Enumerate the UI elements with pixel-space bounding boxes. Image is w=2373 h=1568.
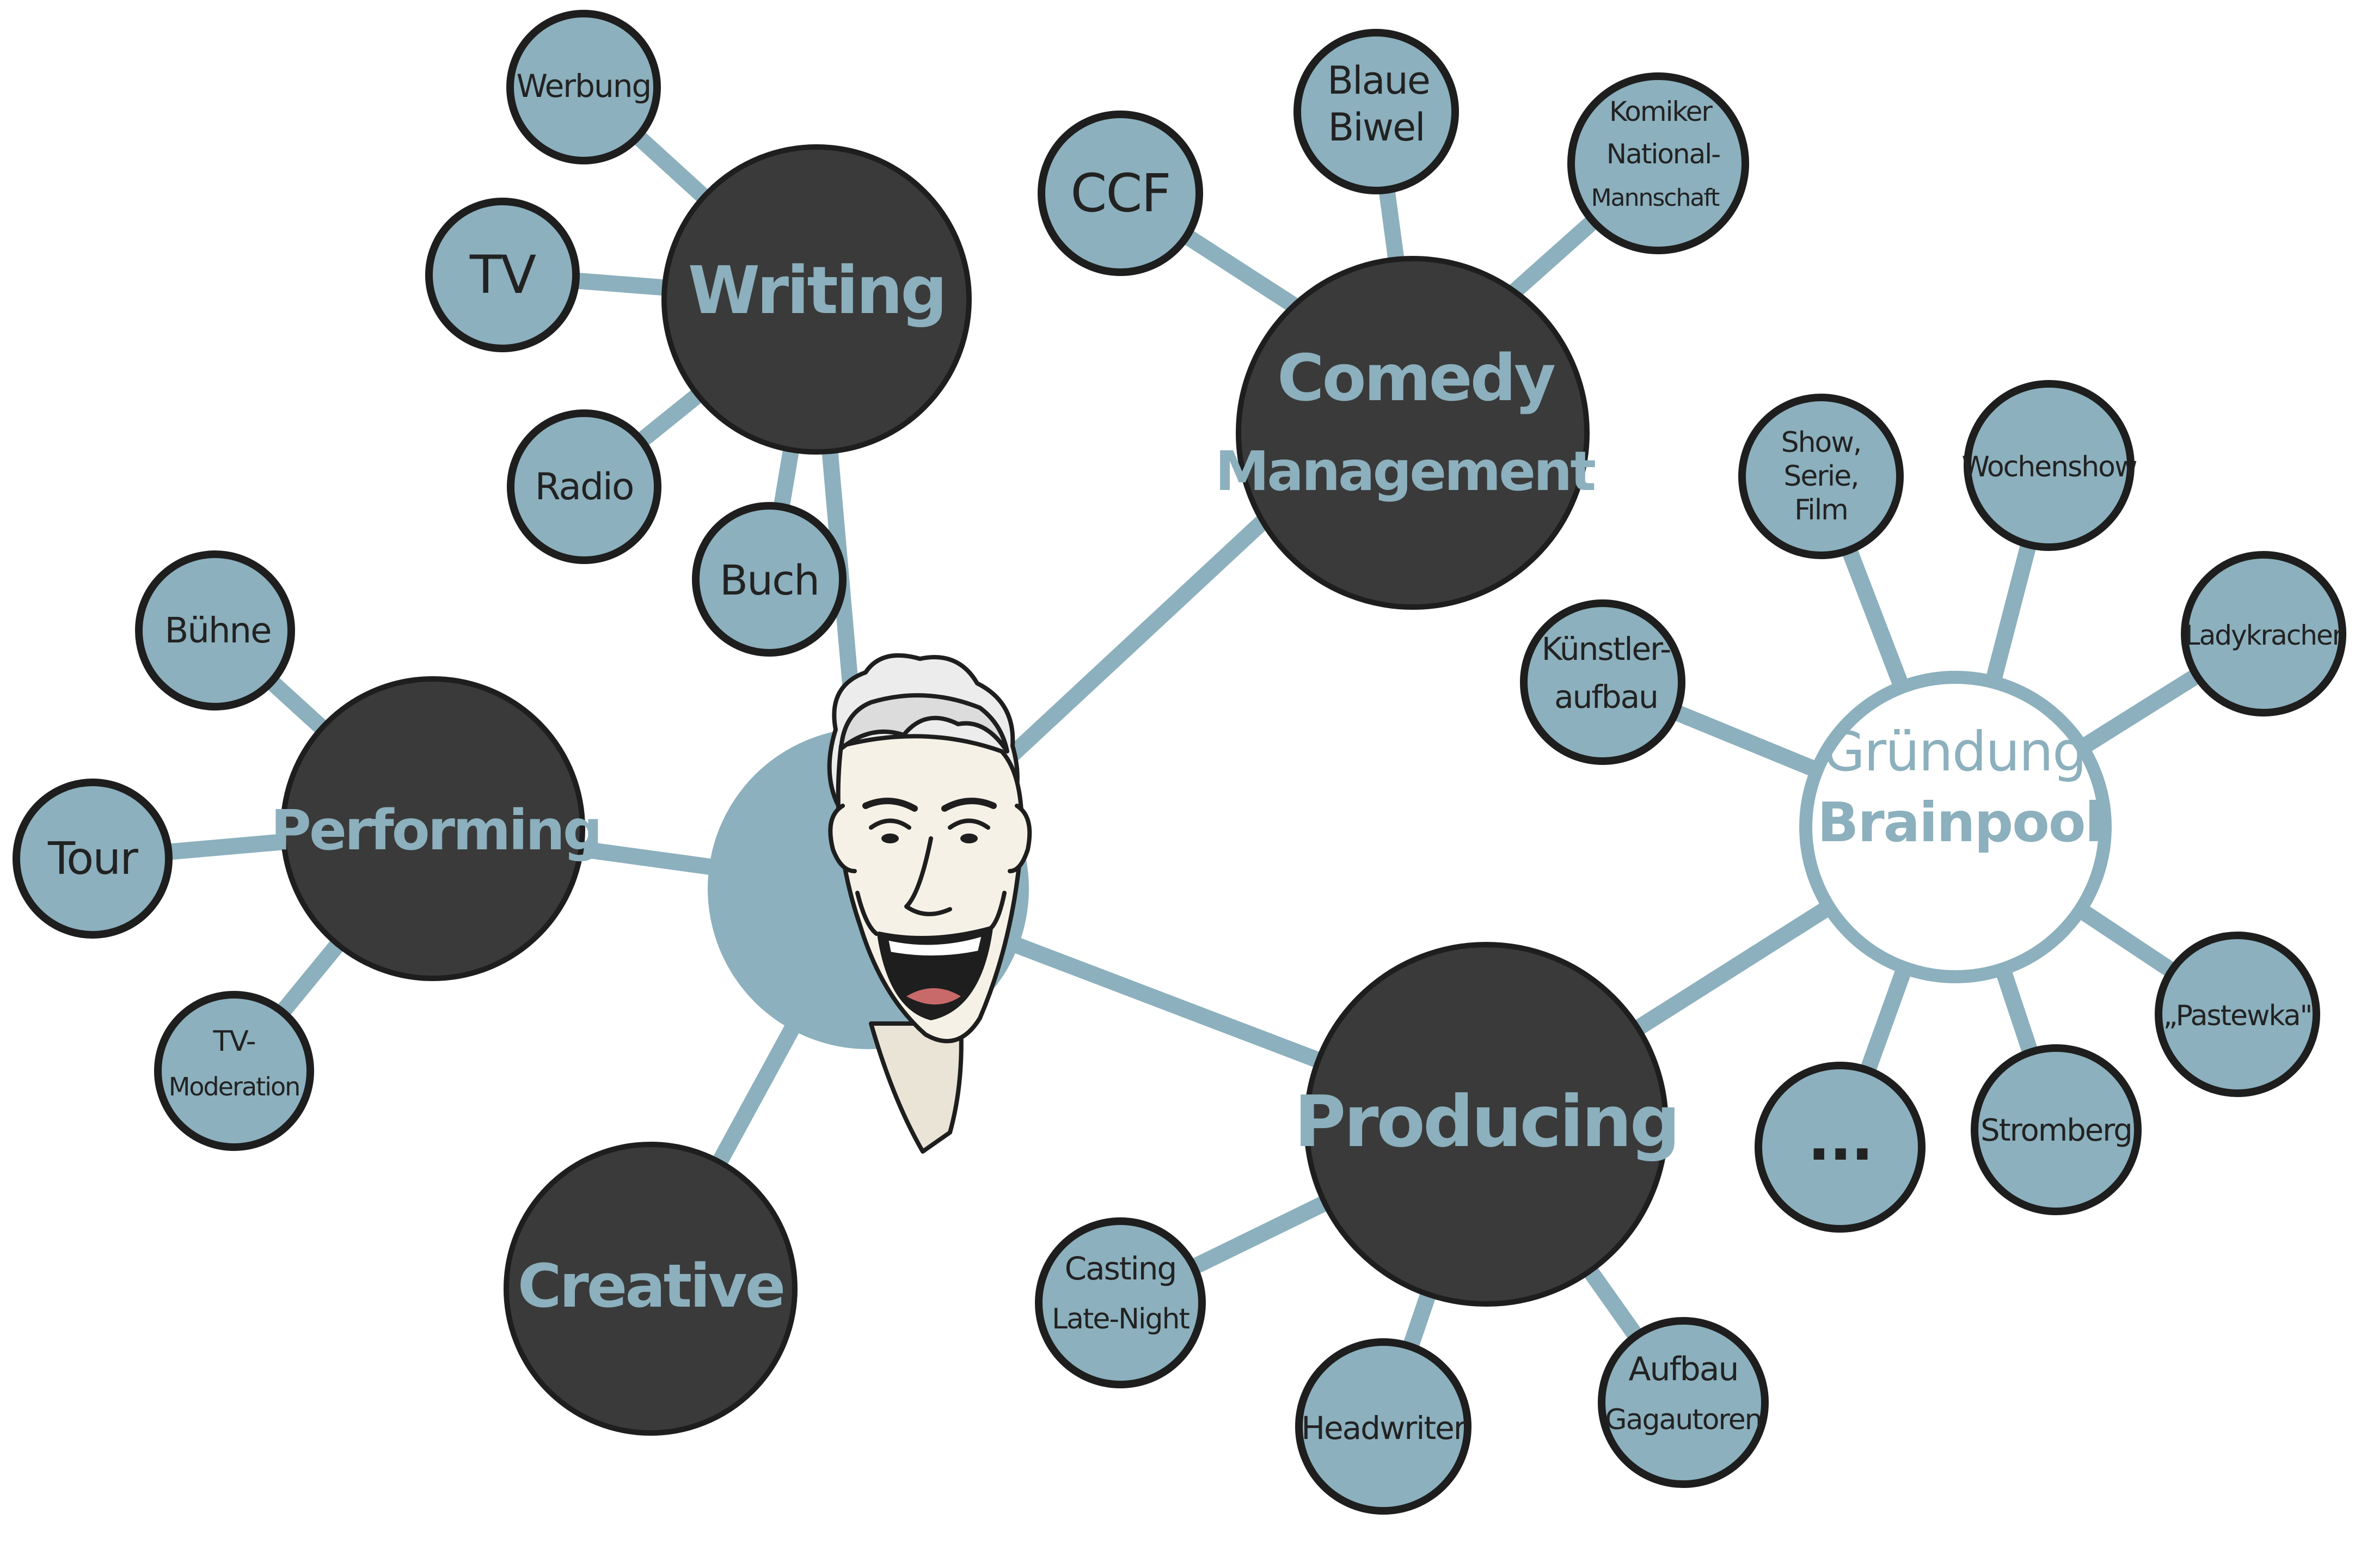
leaf-buehne: Bühne: [135, 550, 295, 710]
brainpool-label-brainpool: Brainpool: [1817, 791, 2102, 854]
leaf-label-ladykracher: Ladykracher: [2185, 620, 2344, 651]
leaf-label-tv-dash: TV-: [212, 1025, 255, 1058]
leaf-label-ccf: CCF: [1070, 163, 1170, 224]
leaf-radio: Radio: [507, 409, 661, 564]
leaf-label-show: Show,: [1781, 426, 1861, 459]
leaf-label-tour: Tour: [47, 833, 138, 885]
hub-performing: Performing: [271, 676, 603, 981]
leaf-aufbau-gagautoren: Aufbau Gagautoren: [1598, 1317, 1769, 1488]
leaf-label-ellipsis: ...: [1807, 1104, 1872, 1174]
leaf-label-buehne: Bühne: [165, 611, 271, 651]
leaf-werbung: Werbung: [506, 10, 661, 164]
leaf-ellipsis: ...: [1755, 1062, 1926, 1233]
leaf-label-biwel: Biwel: [1328, 105, 1424, 150]
leaf-label-tv: TV: [469, 244, 536, 305]
brainpool-label-gruendung: Gründung: [1823, 720, 2086, 783]
leaf-label-buch: Buch: [720, 556, 819, 604]
leaf-label-casting: Casting: [1065, 1250, 1176, 1287]
hub-creative: Creative: [504, 1142, 798, 1436]
leaf-kuenstleraufbau: Künstler- aufbau: [1520, 599, 1685, 765]
leaf-label-radio: Radio: [535, 465, 633, 509]
leaf-label-stromberg: Stromberg: [1980, 1113, 2132, 1148]
hub-label-producing: Producing: [1294, 1080, 1678, 1163]
leaf-label-film: Film: [1794, 494, 1848, 526]
leaf-headwriter: Headwriter: [1295, 1338, 1471, 1515]
hub-label-performing: Performing: [271, 798, 600, 863]
leaf-label-wochenshow: Wochenshow: [1961, 451, 2137, 483]
leaf-label-serie: Serie,: [1783, 460, 1858, 493]
leaf-label-moderation: Moderation: [169, 1072, 300, 1101]
leaf-label-headwriter: Headwriter: [1301, 1410, 1466, 1447]
hub-label-writing: Writing: [688, 253, 945, 329]
leaf-label-werbung: Werbung: [517, 68, 651, 105]
leaf-label-blaue: Blaue: [1327, 58, 1430, 103]
leaf-ccf: CCF: [1038, 111, 1203, 276]
hub-producing: Producing: [1294, 942, 1681, 1307]
hub-label-comedy: Comedy: [1277, 340, 1555, 415]
leaf-label-komiker: Komiker: [1609, 96, 1713, 127]
leaf-show-serie-film: Show, Serie, Film: [1738, 394, 1904, 559]
hub-writing: Writing: [661, 144, 972, 455]
leaf-casting-late-night: Casting Late-Night: [1035, 1217, 1206, 1388]
leaf-label-pastewka: „Pastewka": [2163, 1000, 2312, 1032]
leaf-pastewka: „Pastewka": [2155, 932, 2320, 1097]
leaf-wochenshow: Wochenshow: [1961, 380, 2138, 551]
leaf-label-aufbau-2: aufbau: [1554, 678, 1658, 715]
leaf-tour: Tour: [13, 779, 173, 939]
leaf-blaue-biwel: Blaue Biwel: [1293, 29, 1459, 194]
leaf-tv-moderation: TV- Moderation: [154, 991, 314, 1151]
leaf-buch: Buch: [692, 502, 847, 657]
person-caricature: [827, 653, 1032, 1154]
hub-comedy-management: Comedy Management: [1215, 256, 1597, 610]
leaf-label-mannschaft: Mannschaft: [1591, 184, 1720, 212]
leaf-tv: TV: [425, 198, 580, 352]
leaf-label-late-night: Late-Night: [1052, 1303, 1189, 1336]
leaf-label-aufbau: Aufbau: [1628, 1350, 1738, 1388]
hub-brainpool: Gründung Brainpool: [1799, 671, 2112, 983]
hub-label-creative: Creative: [518, 1251, 783, 1321]
leaf-komiker-nationalmannschaft: Komiker National- Mannschaft: [1567, 72, 1749, 254]
leaf-label-gagautoren: Gagautoren: [1605, 1404, 1761, 1436]
leaf-stromberg: Stromberg: [1971, 1044, 2142, 1215]
center-node: [708, 653, 1032, 1154]
hub-label-management: Management: [1215, 439, 1595, 503]
leaf-label-national: National-: [1606, 138, 1720, 170]
leaf-ladykracher: Ladykracher: [2181, 551, 2346, 716]
leaf-label-kuenstler: Künstler-: [1542, 630, 1671, 667]
